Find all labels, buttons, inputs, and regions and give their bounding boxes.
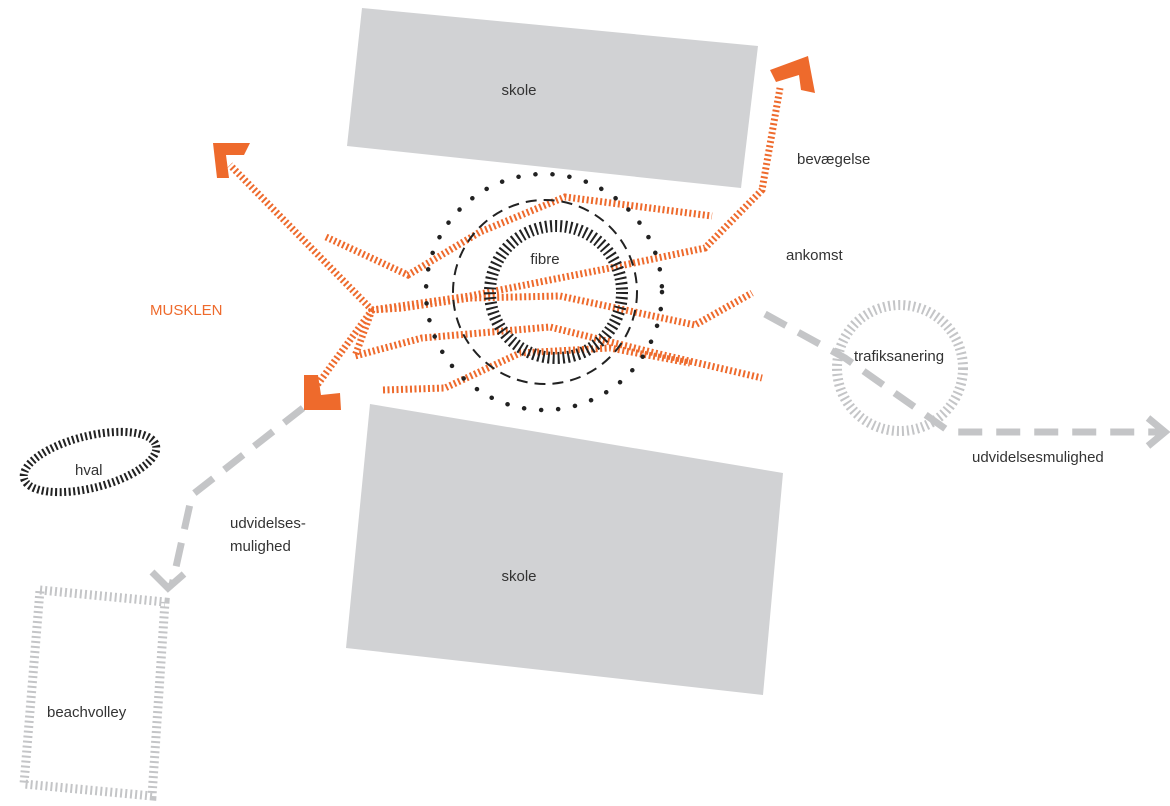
- traffic-circle: [832, 300, 968, 436]
- fibre-2: [371, 289, 754, 329]
- outer-dotted-ring: [423, 171, 665, 413]
- expansion-left-label-line1: udvidelses-: [230, 515, 306, 532]
- arrival-label: ankomst: [786, 247, 844, 264]
- expansion-path-right: [763, 310, 1160, 436]
- fibre-core-ring: [484, 220, 628, 364]
- expansion-right-label: udvidelsesmulighed: [972, 449, 1104, 466]
- muscle-fibres: [227, 87, 784, 394]
- school-bottom-label: skole: [501, 568, 536, 585]
- fibre-3: [349, 308, 763, 382]
- fibre-4: [382, 344, 691, 394]
- school-building-bottom: [346, 404, 783, 695]
- expansion-path-left: [168, 405, 306, 586]
- school-building-top: [347, 8, 758, 188]
- beachvolley-label: beachvolley: [47, 704, 127, 721]
- expansion-arrowhead-right: [1145, 415, 1170, 449]
- school-top-label: skole: [501, 82, 536, 99]
- arrow-nw: [213, 143, 250, 178]
- beachvolley-court: [19, 585, 170, 801]
- whale-label: hval: [75, 462, 103, 479]
- expansion-left-label-line2: mulighed: [230, 538, 291, 555]
- traffic-label: trafiksanering: [854, 348, 944, 365]
- fibre-path-sw: [312, 307, 375, 391]
- dashed-ring: [452, 199, 638, 385]
- fibre-label: fibre: [530, 251, 559, 268]
- fibre-path-nw: [227, 162, 375, 313]
- arrow-ne: [770, 56, 815, 93]
- expansion-arrowhead-left: [149, 569, 187, 593]
- arrow-sw: [304, 375, 341, 410]
- whale-ellipse: [19, 427, 161, 497]
- fibre-1: [324, 193, 713, 279]
- muscle-label: MUSKLEN: [150, 302, 223, 319]
- movement-label: bevægelse: [797, 151, 870, 168]
